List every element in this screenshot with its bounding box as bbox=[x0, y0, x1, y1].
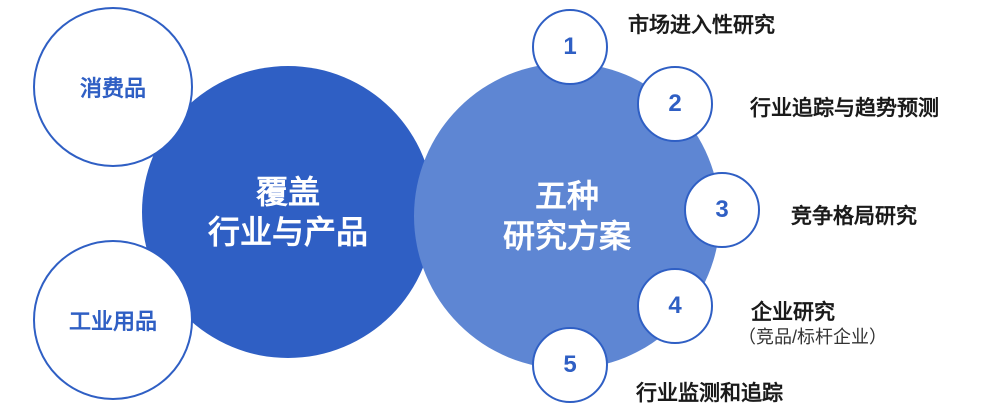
research-item-2-text: 行业追踪与趋势预测 bbox=[750, 97, 939, 120]
research-item-3-circle: 3 bbox=[684, 172, 760, 248]
research-item-5-circle: 5 bbox=[532, 327, 608, 403]
coverage-hub-line1: 覆盖 bbox=[255, 174, 320, 210]
research-hub-line2: 研究方案 bbox=[502, 218, 631, 254]
category-circle-consumer: 消费品 bbox=[33, 7, 193, 167]
category-label-consumer: 消费品 bbox=[79, 76, 146, 101]
research-item-1-circle: 1 bbox=[532, 9, 608, 85]
research-item-2-number: 2 bbox=[668, 90, 682, 117]
research-item-4-circle: 4 bbox=[637, 268, 713, 344]
research-item-4-text: 企业研究 bbox=[751, 301, 835, 324]
research-item-3-text: 竞争格局研究 bbox=[791, 205, 917, 228]
research-item-4-number: 4 bbox=[668, 292, 682, 319]
research-item-3-number: 3 bbox=[715, 196, 729, 223]
research-hub-line1: 五种 bbox=[534, 178, 599, 214]
coverage-hub-line2: 行业与产品 bbox=[207, 214, 368, 250]
category-label-industrial: 工业用品 bbox=[68, 309, 157, 334]
research-item-5-number: 5 bbox=[563, 351, 577, 378]
research-item-1-text: 市场进入性研究 bbox=[628, 14, 775, 37]
research-item-1-number: 1 bbox=[563, 33, 577, 60]
research-item-5-text: 行业监测和追踪 bbox=[636, 382, 783, 405]
research-item-2-circle: 2 bbox=[637, 66, 713, 142]
category-circle-industrial: 工业用品 bbox=[33, 240, 193, 400]
research-item-4-subtext: （竞品/标杆企业） bbox=[738, 327, 888, 347]
